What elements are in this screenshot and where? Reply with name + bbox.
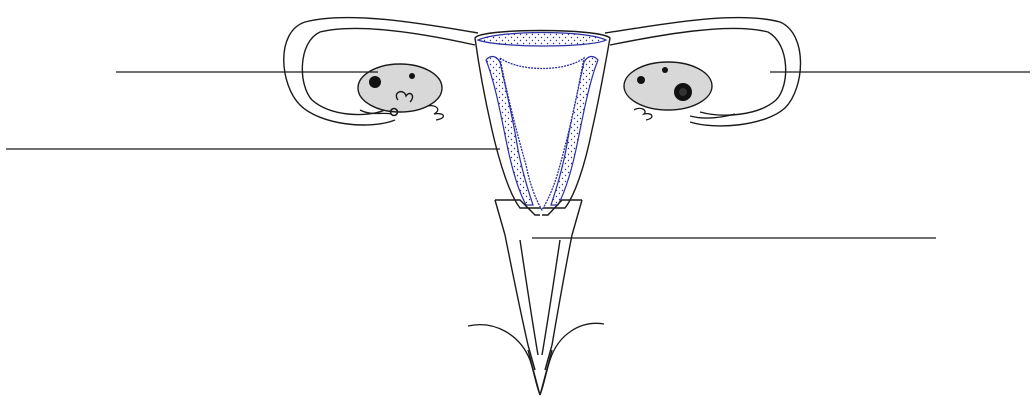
vulva	[468, 323, 604, 395]
uterus-fundus-lining	[478, 33, 606, 47]
right-fimbriae	[634, 108, 735, 120]
right-ovary	[624, 62, 735, 120]
right-follicle-small-1	[637, 76, 645, 84]
uterus	[475, 31, 610, 211]
vagina	[505, 235, 572, 370]
left-follicle-small	[409, 73, 415, 79]
right-follicle-small-2	[662, 67, 668, 73]
left-follicle-large	[369, 76, 381, 88]
